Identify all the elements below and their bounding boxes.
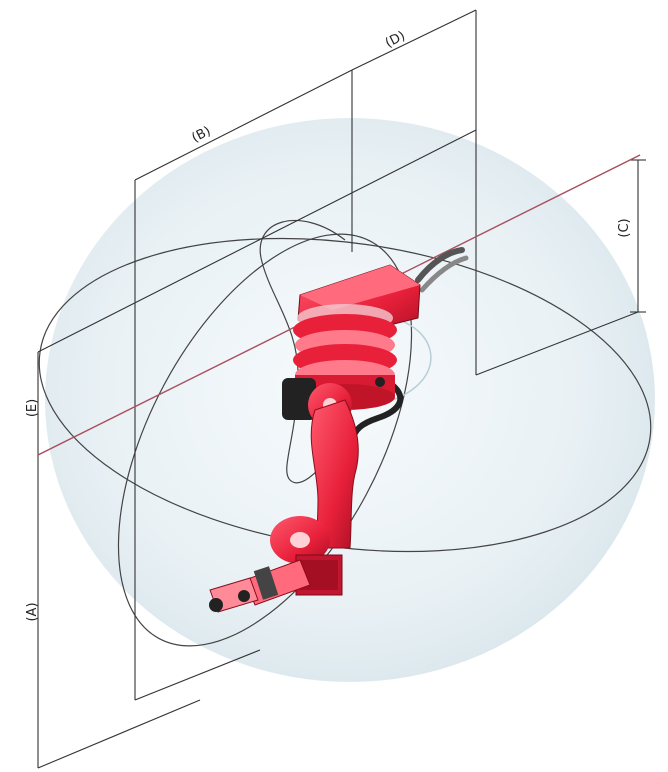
frame-diagonal-upper (37, 129, 477, 353)
frame-bottom-mid (134, 649, 261, 701)
robot-upper-arm (310, 399, 359, 549)
frame-top-b (134, 69, 353, 181)
robot-gripper (209, 577, 259, 613)
frame-diagonal-c-bottom (475, 311, 639, 376)
vertical-envelope-ellipse (117, 233, 413, 647)
dimension-label-a: (A) (25, 602, 40, 621)
robot-column (293, 314, 397, 410)
frame-bottom-left (37, 699, 201, 769)
dimension-label-d: (D) (383, 29, 408, 52)
cable (419, 255, 469, 293)
dimension-label-e: (E) (25, 399, 40, 417)
dimension-label-c: (C) (617, 218, 632, 237)
frame-top-d (351, 9, 477, 71)
cable (415, 247, 465, 283)
